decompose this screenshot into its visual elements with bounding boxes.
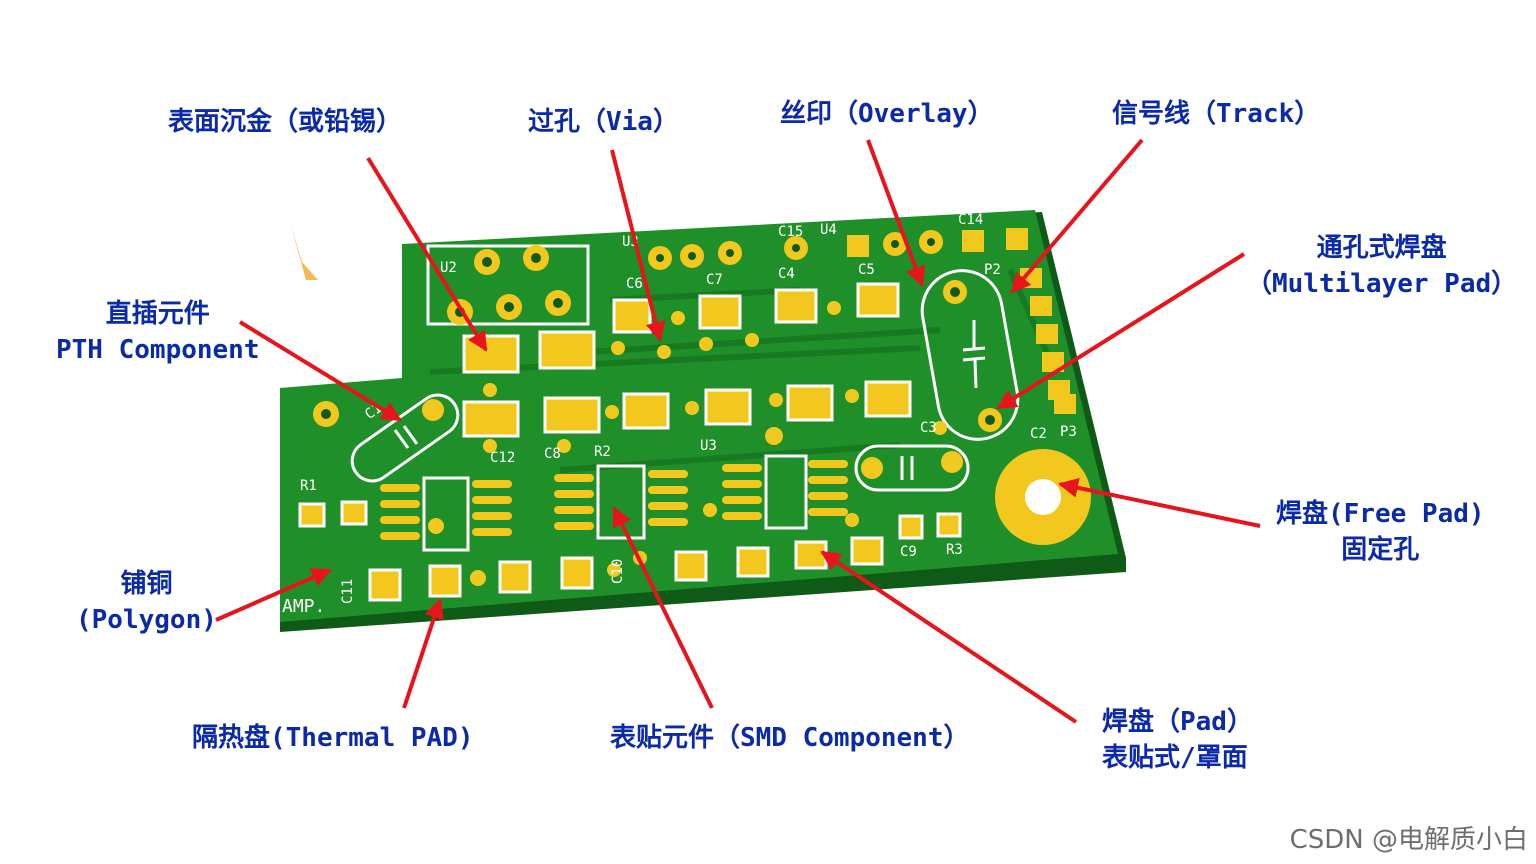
label-polygon: 铺铜 (Polygon) [76,566,217,638]
silk-r3: R3 [946,542,963,558]
arrow-smd [612,506,714,709]
capacitor-symbols [393,320,986,480]
square-header-pads [847,228,1076,414]
silk-c7: C7 [706,272,723,288]
arrow-free-pad [1058,477,1261,528]
silk-c6: C6 [626,276,643,292]
u2-outline [426,244,590,326]
free-pad-hole [1025,479,1061,515]
silkscreen-text: U2 U3 C15 U4 C14 C6 C7 C4 C5 P2 C3 C2 P3… [282,212,1077,617]
silk-c11: C11 [340,579,356,604]
silk-c14: C14 [958,212,983,228]
arrow-pad [820,550,1078,724]
label-free-pad-en: 固定孔 [1341,535,1420,565]
multilayer-pad-outline [920,269,1020,441]
silk-amp: AMP. [282,596,325,617]
c3-outline [854,444,970,492]
label-polygon-en: (Polygon) [76,605,217,635]
arrow-polygon [215,568,332,622]
arrow-track [1010,138,1144,294]
label-smd-component: 表贴元件（SMD Component） [610,723,970,753]
label-polygon-cn: 铺铜 [120,569,173,599]
through-hole-pads [313,230,1002,479]
through-hole-drills [321,238,995,425]
light-spark [290,222,318,280]
silk-c2: C2 [1030,426,1047,442]
label-thermal-pad: 隔热盘(Thermal PAD) [192,723,474,753]
annotation-arrows [215,138,1261,724]
silk-c5: C5 [858,262,875,278]
label-multilayer-pad-cn: 通孔式焊盘 [1316,233,1447,263]
silk-c15: C15 [778,224,803,240]
label-pad-cn: 焊盘（Pad） [1102,707,1253,737]
arrow-pth [238,320,402,422]
silk-u3b: U3 [700,438,717,454]
silk-c10: C10 [610,559,626,584]
silk-c9: C9 [900,544,917,560]
silk-c12: C12 [490,450,515,466]
smd-pads [298,282,962,602]
arrow-thermal-pad [402,598,444,709]
soic-ic-outlines [422,454,808,552]
silk-c3: C3 [920,420,937,436]
pth-component-outline [350,393,460,483]
soic-ic-pads [380,460,848,540]
silk-r2: R2 [594,444,611,460]
label-free-pad-cn: 焊盘(Free Pad) [1276,499,1485,529]
label-via: 过孔（Via） [528,107,679,137]
arrow-overlay [866,139,926,287]
label-pth: 直插元件 PTH Component [56,296,260,368]
silk-u2: U2 [440,260,457,276]
label-multilayer-pad-en: （Multilayer Pad） [1246,269,1518,299]
arrow-surface-gold [366,156,488,352]
label-free-pad: 焊盘(Free Pad) 固定孔 [1276,496,1485,568]
label-pad-en: 表贴式/罩面 [1102,743,1248,773]
label-surface-gold: 表面沉金（或铅锡） [168,107,403,137]
arrow-multilayer-pad [996,252,1246,410]
silk-p3: P3 [1060,424,1077,440]
label-pad: 焊盘（Pad） 表贴式/罩面 [1102,704,1253,776]
label-pth-en: PTH Component [56,335,260,365]
label-overlay: 丝印（Overlay） [780,99,994,129]
arrow-via [610,149,666,342]
label-multilayer-pad: 通孔式焊盘 （Multilayer Pad） [1246,230,1517,302]
watermark: CSDN @电解质小白 [1289,825,1528,855]
label-pth-cn: 直插元件 [105,299,210,329]
silk-c8: C8 [544,446,561,462]
label-track: 信号线（Track） [1112,99,1321,129]
silk-u4: U4 [820,222,837,238]
silk-p2: P2 [984,262,1001,278]
silk-c4: C4 [778,266,795,282]
silk-r1: R1 [300,478,317,494]
